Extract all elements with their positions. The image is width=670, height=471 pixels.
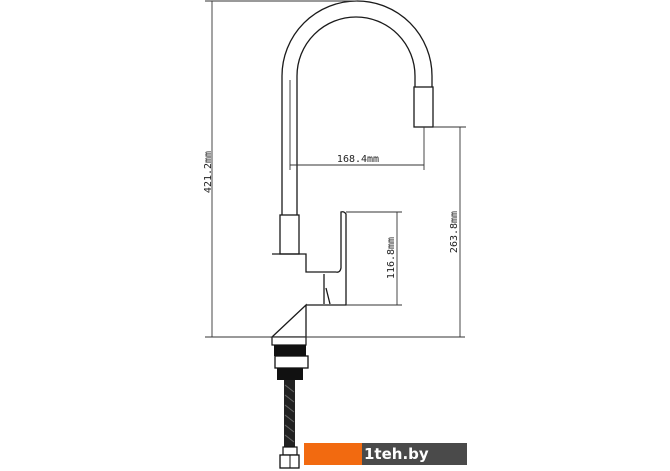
spout-reach-label: 168.4mm: [337, 154, 379, 165]
spout-nozzle: [413, 86, 434, 128]
mounting-hardware: [271, 336, 309, 469]
dimension-handle-height: 116.8mm: [346, 211, 402, 306]
watermark-logo: 1teh.by: [304, 443, 467, 465]
faucet-spout: [281, 0, 434, 215]
dimension-spout-height: 263.8mm: [433, 126, 466, 337]
total-height-label: 421.2mm: [203, 151, 214, 193]
logo-orange-block: [304, 443, 362, 465]
logo-text: 1teh.by: [362, 443, 467, 465]
spout-height-label: 263.8mm: [449, 211, 460, 253]
dimension-total-height: 421.2mm: [203, 0, 465, 338]
handle-height-label: 116.8mm: [386, 237, 397, 279]
dimension-spout-reach: 168.4mm: [289, 80, 425, 170]
faucet-body: [270, 211, 347, 338]
flex-hose: [284, 380, 295, 447]
